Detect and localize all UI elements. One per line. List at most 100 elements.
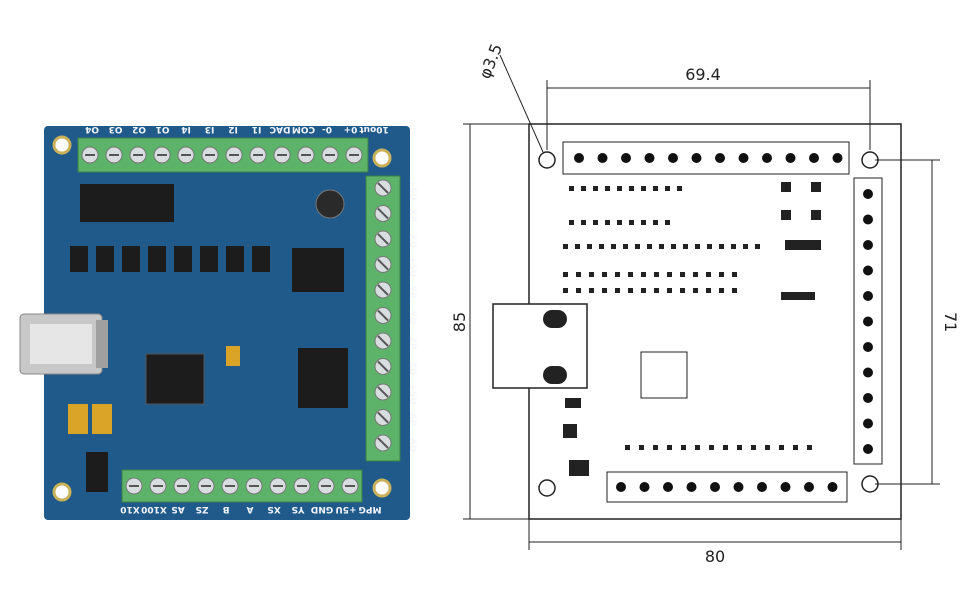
pin-hole <box>863 214 873 225</box>
mount-hole <box>52 482 72 502</box>
top-pin-label: O2 <box>132 124 146 134</box>
bottom-pin-label: +5U <box>335 504 356 514</box>
smd-pad <box>576 272 581 277</box>
smd-pad <box>680 288 685 293</box>
bottom-pin-label: X100 <box>141 504 167 514</box>
smd-pad <box>593 220 598 225</box>
smd-pad <box>647 244 652 249</box>
smd-pad <box>667 445 672 450</box>
smd-pad <box>615 272 620 277</box>
usb-connector <box>19 313 108 375</box>
pin-hole <box>710 482 720 492</box>
pin-hole <box>616 482 626 492</box>
smd-pad <box>589 272 594 277</box>
smd-pad <box>654 272 659 277</box>
bottom-terminal-block <box>121 469 363 503</box>
smd-pad <box>602 272 607 277</box>
top-pin-label: 0- <box>322 124 332 134</box>
bottom-pin-label: MPG <box>359 504 382 514</box>
smd-pad <box>581 186 586 191</box>
smd-pad <box>629 186 634 191</box>
pin-hole <box>863 265 873 276</box>
pin-hole <box>863 393 873 403</box>
pin-hole <box>863 291 873 301</box>
pin-hole <box>686 482 697 492</box>
smd-pad <box>569 220 574 225</box>
bottom-pin-label: X10 <box>120 504 139 514</box>
pin-hole <box>621 153 631 163</box>
smd-pad <box>706 272 711 277</box>
dim-width <box>546 80 871 150</box>
smd-pad <box>593 186 598 191</box>
pin-hole <box>863 189 873 199</box>
mount-hole <box>372 478 392 498</box>
smd-pad <box>681 445 686 450</box>
dim-height-label: 85 <box>450 312 469 332</box>
smd-pad <box>737 445 742 450</box>
pin-hole <box>733 482 744 492</box>
smd-pad <box>723 445 728 450</box>
driver-chip <box>292 248 344 292</box>
smd-pad <box>602 288 607 293</box>
top-pin-label: DAC <box>269 124 290 134</box>
top-pin-label: O3 <box>109 124 123 134</box>
smd-pad <box>639 445 644 450</box>
smd-pad <box>719 244 724 249</box>
qfp-footprint <box>640 351 688 399</box>
pin-hole <box>780 482 791 492</box>
top-pin-label: 10out <box>359 124 389 134</box>
dim-side <box>875 159 940 485</box>
bottom-pin-label: GND <box>311 504 333 514</box>
right-pin-label: AP <box>407 413 417 427</box>
tantalum-cap <box>92 404 112 434</box>
smd-pad <box>653 445 658 450</box>
smd-pad <box>628 272 633 277</box>
top-pin-label: COM <box>292 124 315 134</box>
smd-pad <box>765 445 770 450</box>
right-pin-label: XP <box>407 209 417 223</box>
smd-pad <box>793 445 798 450</box>
bottom-pin-label: B <box>222 504 229 514</box>
right-pin-label: ZD <box>407 362 417 376</box>
smd-pad <box>731 244 736 249</box>
smd-pad <box>629 220 634 225</box>
smd-pad <box>605 186 610 191</box>
smd-pad <box>719 272 724 277</box>
smd-pad <box>671 244 676 249</box>
hole-label: φ3.5 <box>475 41 506 81</box>
smd-pad <box>589 288 594 293</box>
smd-pad <box>693 288 698 293</box>
top-pin-label: I3 <box>205 124 215 134</box>
pin-hole <box>863 444 873 454</box>
smd-pad <box>707 244 712 249</box>
smd-pad <box>599 244 604 249</box>
top-pin-label: 0+ <box>344 124 358 134</box>
bottom-pin-label: YS <box>292 504 306 514</box>
smd-pad <box>665 220 670 225</box>
smd-pad <box>706 288 711 293</box>
smd-pad <box>576 288 581 293</box>
smd-pad <box>587 244 592 249</box>
right-pin-label: YD <box>407 310 417 325</box>
right-pin-label: +5U <box>407 179 417 200</box>
smd-pad <box>695 445 700 450</box>
smd-pad <box>709 445 714 450</box>
smd-pad <box>695 244 700 249</box>
smd-pad <box>665 186 670 191</box>
dim-height <box>463 123 529 520</box>
smd-pad <box>641 272 646 277</box>
pin-hole <box>804 482 814 492</box>
right-pin-label: YP <box>407 284 417 299</box>
smd-pad <box>667 272 672 277</box>
transistor-row <box>70 246 270 272</box>
board-outline <box>528 123 902 520</box>
top-pin-label: O4 <box>85 124 99 134</box>
dim-bottom-label: 80 <box>705 547 725 566</box>
pin-hole <box>574 153 584 163</box>
smd-pad <box>581 220 586 225</box>
smd-pad <box>653 186 658 191</box>
pin-hole <box>863 342 873 352</box>
pin-hole <box>715 153 725 163</box>
dip-chip <box>80 184 174 222</box>
